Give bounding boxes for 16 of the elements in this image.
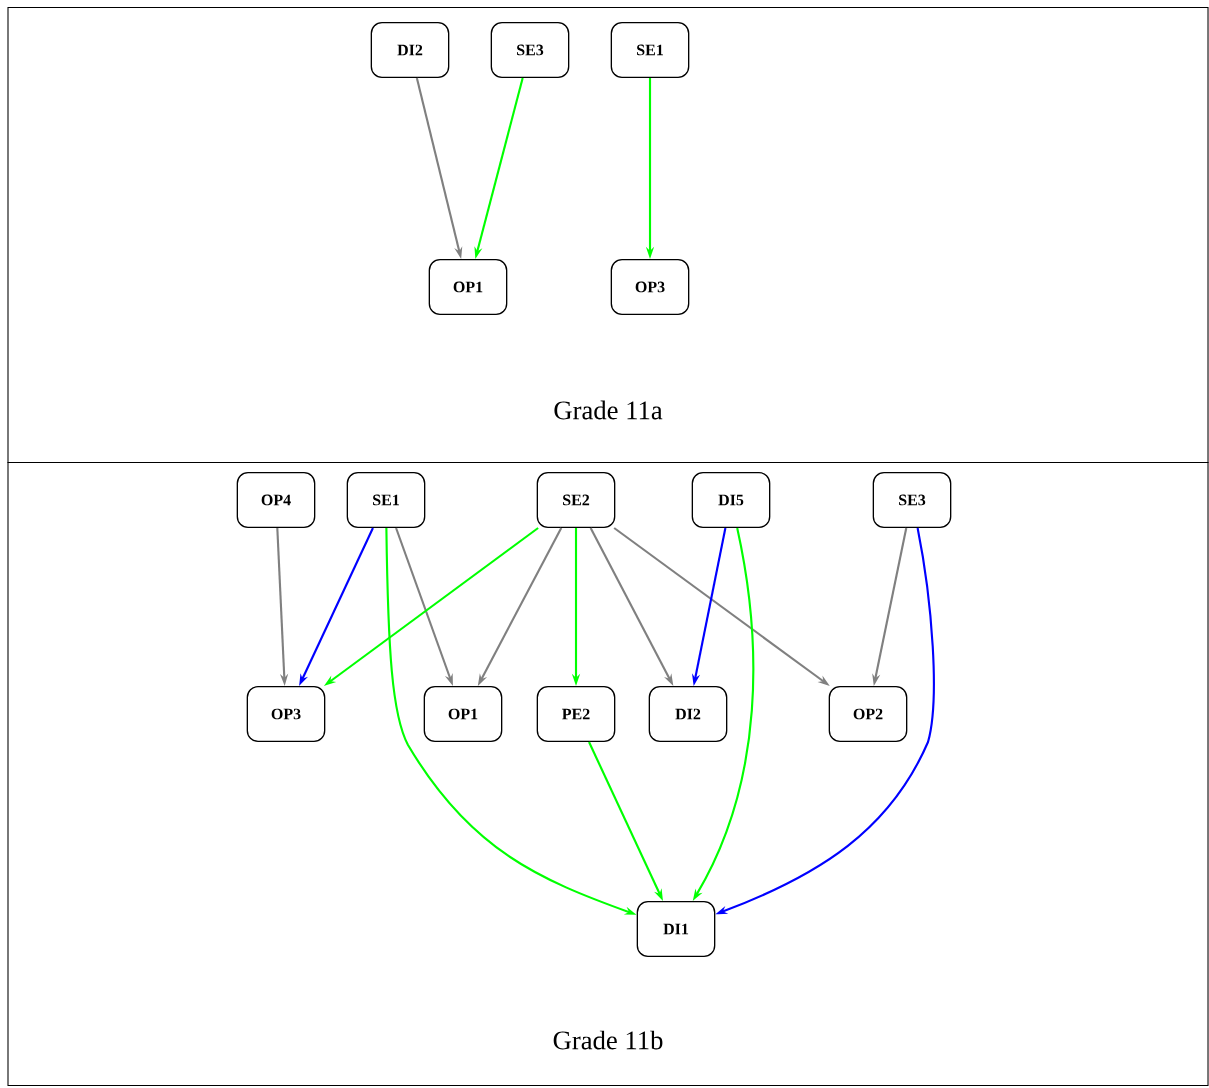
rounded-box: OP2	[828, 686, 908, 742]
rounded-box: PE2	[536, 686, 616, 742]
rounded-box: SE1	[610, 22, 690, 78]
rounded-box: SE3	[872, 472, 952, 528]
rounded-box: OP4	[236, 472, 316, 528]
rounded-box: OP1	[428, 259, 508, 315]
rounded-box: SE1	[346, 472, 426, 528]
rounded-box: DI2	[370, 22, 450, 78]
rounded-box: DI5	[691, 472, 771, 528]
rounded-box: OP1	[423, 686, 503, 742]
rounded-box: SE2	[536, 472, 616, 528]
rounded-box: OP3	[246, 686, 326, 742]
rounded-box: SE3	[490, 22, 570, 78]
rounded-box: DI2	[648, 686, 728, 742]
rounded-box: OP3	[610, 259, 690, 315]
rounded-box: DI1	[636, 901, 716, 957]
